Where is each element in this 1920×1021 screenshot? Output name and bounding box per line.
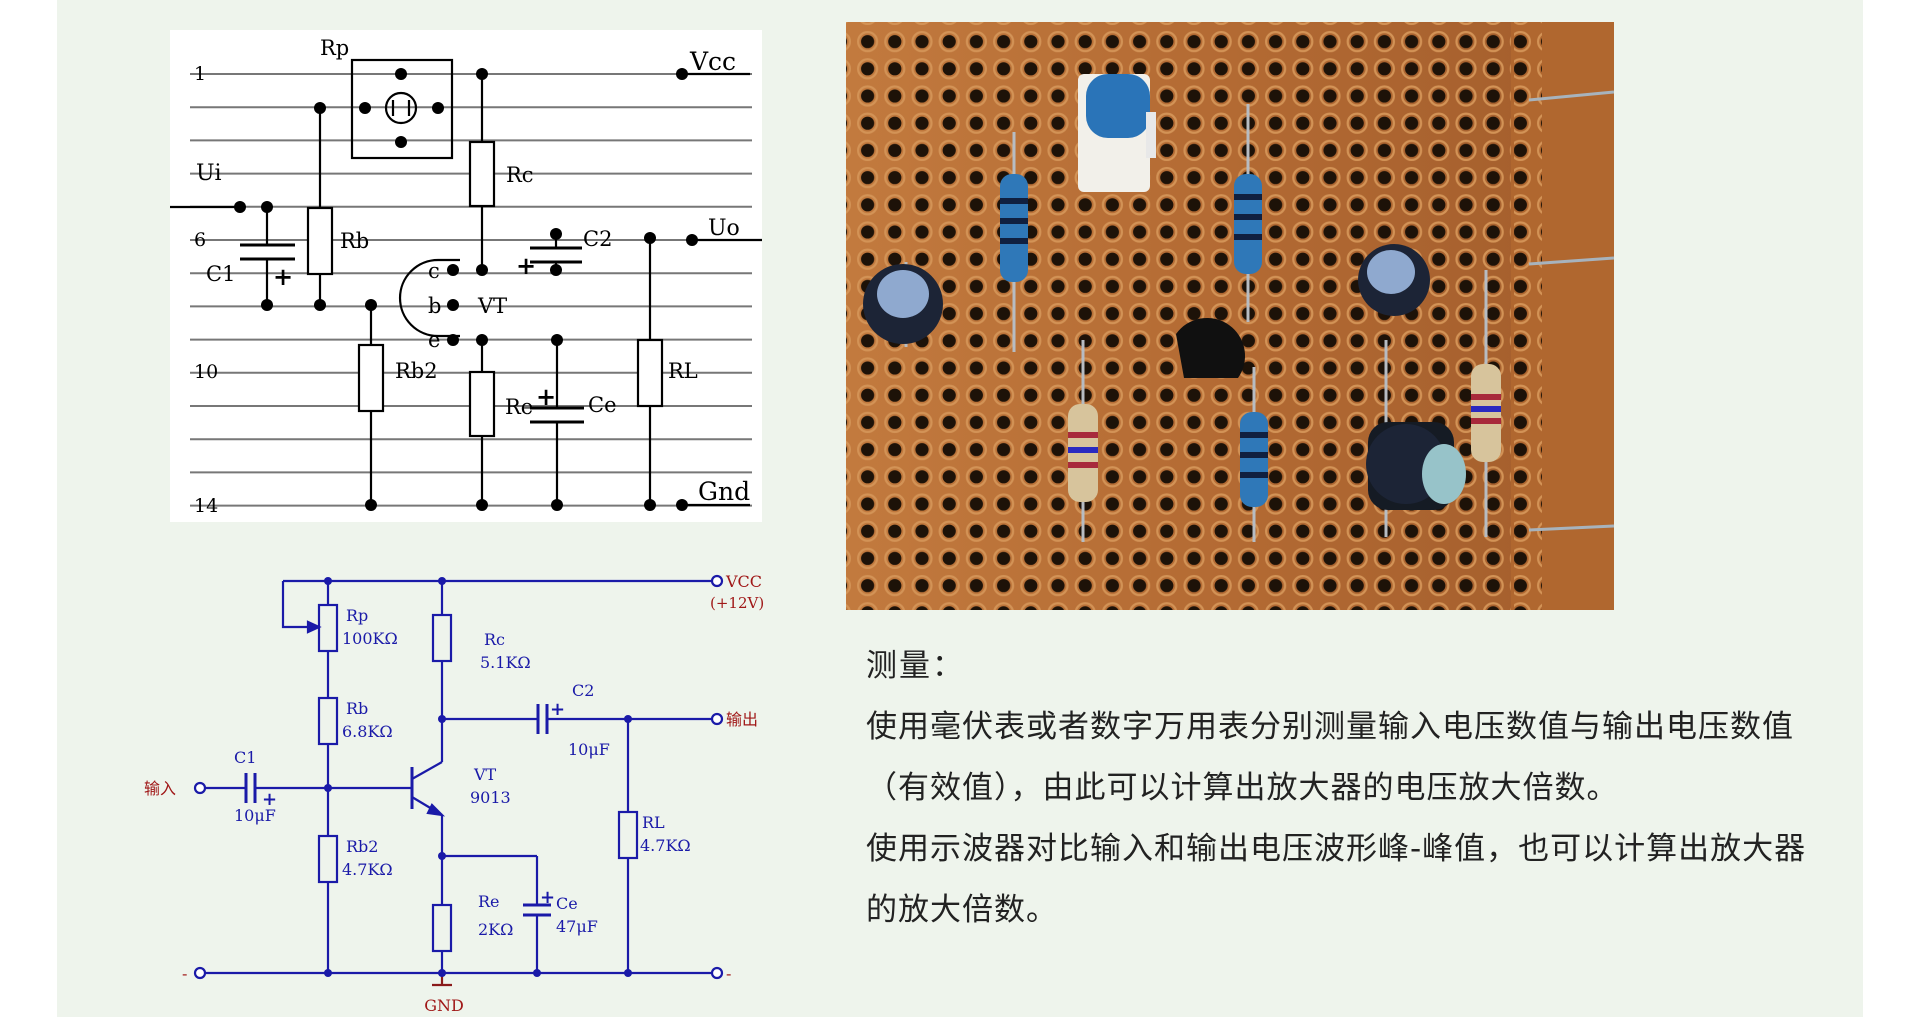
rb-label: Rb bbox=[340, 229, 369, 253]
rc-resistor bbox=[431, 613, 453, 663]
sch-c1-label: C1 bbox=[234, 748, 256, 767]
rb2-resistor bbox=[357, 343, 385, 413]
sch-rb-label: Rb bbox=[346, 699, 368, 718]
rb-resistor bbox=[306, 206, 334, 276]
sch-c1-plus: + bbox=[262, 789, 277, 810]
sch-rl-label: RL bbox=[642, 813, 665, 832]
rb-resistor bbox=[317, 696, 339, 746]
sch-rb-value: 6.8KΩ bbox=[342, 722, 393, 741]
sch-ce-value: 47μF bbox=[556, 917, 598, 936]
stripboard-layout-diagram: 1 6 10 14 Rp Vcc Ui Uo Gnd Rc Rb C1 C2 c… bbox=[170, 30, 762, 522]
sch-rp-label: Rp bbox=[346, 606, 368, 625]
sch-rc-label: Rc bbox=[484, 630, 505, 649]
sch-output-label: 输出 bbox=[726, 710, 758, 729]
sch-input-label: 输入 bbox=[144, 779, 176, 798]
photo-svg bbox=[846, 22, 1615, 610]
vcc-label: Vcc bbox=[689, 47, 736, 76]
rl-resistor bbox=[617, 810, 639, 860]
c1-label: C1 bbox=[206, 262, 235, 286]
sch-gnd-label: GND bbox=[424, 996, 464, 1015]
sch-rl-value: 4.7KΩ bbox=[640, 836, 691, 855]
row-label-6: 6 bbox=[194, 229, 206, 251]
sch-ce-plus: + bbox=[540, 887, 555, 908]
sch-c2-label: C2 bbox=[572, 681, 594, 700]
rp-box bbox=[350, 58, 454, 160]
rp-dial bbox=[384, 91, 418, 125]
rl-resistor bbox=[636, 338, 664, 408]
layout-svg: 1 6 10 14 Rp Vcc Ui Uo Gnd Rc Rb C1 C2 c… bbox=[170, 36, 762, 517]
c1-plus: + bbox=[273, 262, 293, 291]
c2-label: C2 bbox=[583, 227, 612, 251]
sch-re-label: Re bbox=[478, 892, 500, 911]
ui-label: Ui bbox=[196, 161, 222, 186]
schematic-svg: Rp 100KΩ Rb 6.8KΩ Rb2 4.7KΩ Rc 5.1KΩ C2 … bbox=[144, 572, 764, 1015]
sch-c2-plus: + bbox=[550, 699, 565, 720]
sch-vt-value: 9013 bbox=[470, 788, 511, 807]
rb2-resistor bbox=[317, 834, 339, 884]
measurement-paragraph-1: 使用毫伏表或者数字万用表分别测量输入电压数值与输出电压数值（有效值），由此可以计… bbox=[866, 709, 1794, 806]
sch-vcc-value: (+12V) bbox=[710, 594, 764, 612]
re-resistor bbox=[468, 370, 496, 438]
potentiometer bbox=[1078, 74, 1156, 192]
vt-label: VT bbox=[477, 294, 507, 318]
row-label-14: 14 bbox=[194, 495, 218, 517]
row-label-1: 1 bbox=[194, 63, 206, 85]
sch-vt-label: VT bbox=[473, 765, 497, 784]
sch-rc-value: 5.1KΩ bbox=[480, 653, 531, 672]
re-label: Re bbox=[505, 395, 533, 419]
sch-vcc-label: VCC bbox=[725, 572, 762, 591]
pin-c-label: c bbox=[428, 259, 440, 283]
sch-rb2-label: Rb2 bbox=[346, 837, 378, 856]
pin-b-label: b bbox=[428, 294, 441, 318]
amplifier-schematic: Rp 100KΩ Rb 6.8KΩ Rb2 4.7KΩ Rc 5.1KΩ C2 … bbox=[132, 555, 792, 1017]
vt-outline bbox=[398, 258, 460, 338]
sch-ce-label: Ce bbox=[556, 894, 578, 913]
rl-label: RL bbox=[668, 359, 698, 383]
perfboard-photo bbox=[846, 22, 1615, 610]
gnd-label: Gnd bbox=[698, 477, 750, 506]
rp-label: Rp bbox=[320, 36, 349, 60]
sch-minus-right: - bbox=[726, 964, 731, 983]
measurement-paragraph-2: 使用示波器对比输入和输出电压波形峰-峰值，也可以计算出放大器的放大倍数。 bbox=[866, 831, 1807, 928]
rp-resistor bbox=[317, 603, 339, 653]
rb2-label: Rb2 bbox=[395, 359, 438, 383]
sch-minus-left: - bbox=[182, 964, 187, 983]
capacitors bbox=[863, 244, 1466, 510]
resistors bbox=[1000, 174, 1501, 507]
ce-label: Ce bbox=[588, 393, 617, 417]
pin-e-label: e bbox=[428, 328, 440, 352]
row-label-10: 10 bbox=[194, 361, 218, 383]
sch-rp-value: 100KΩ bbox=[342, 629, 398, 648]
sch-c1-value: 10μF bbox=[234, 806, 276, 825]
measurement-text-block: 测量： 使用毫伏表或者数字万用表分别测量输入电压数值与输出电压数值（有效值），由… bbox=[866, 640, 1826, 940]
sch-rb2-value: 4.7KΩ bbox=[342, 860, 393, 879]
rc-resistor bbox=[468, 140, 496, 208]
c2-plus: + bbox=[516, 251, 536, 280]
transistor bbox=[1176, 317, 1246, 378]
sch-re-value: 2KΩ bbox=[478, 920, 513, 939]
uo-label: Uo bbox=[708, 216, 740, 241]
ce-plus: + bbox=[536, 382, 556, 411]
measurement-title: 测量： bbox=[866, 648, 965, 684]
sch-c2-value: 10μF bbox=[568, 740, 610, 759]
re-resistor bbox=[431, 903, 453, 953]
rc-label: Rc bbox=[506, 163, 534, 187]
